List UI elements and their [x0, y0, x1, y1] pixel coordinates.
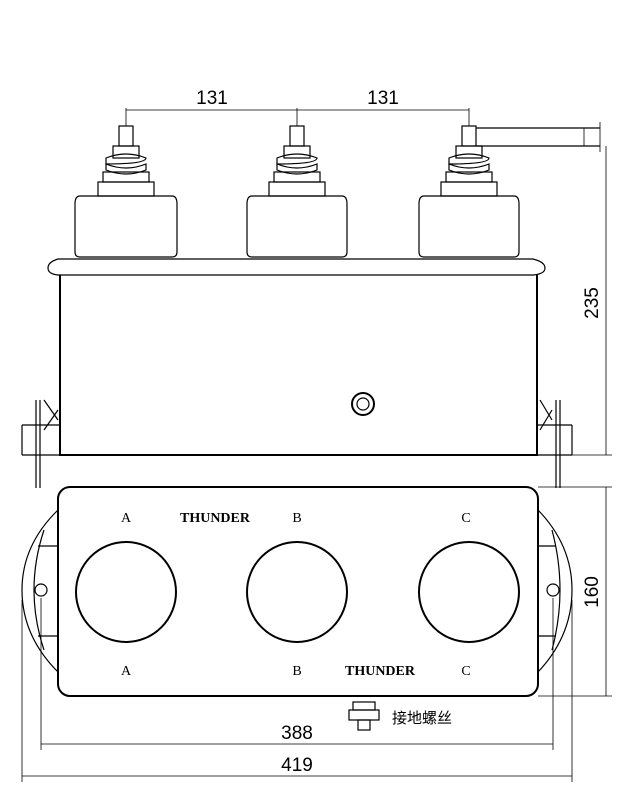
- phase-a-bottom-label: A: [121, 664, 132, 679]
- phase-b-bottom-label: B: [292, 664, 301, 679]
- flange-right: [537, 509, 573, 673]
- pitch-left-label: 131: [196, 88, 228, 109]
- top-plate: [57, 486, 539, 697]
- height-label: 235: [582, 287, 603, 319]
- mount-hole-right: [546, 583, 560, 597]
- grounding-screw: [348, 701, 380, 731]
- terminal-right: [418, 122, 601, 258]
- phase-b-port: [246, 541, 348, 643]
- flange-left-inner: [33, 529, 45, 651]
- housing: [59, 275, 538, 456]
- mount-bracket-right: [537, 399, 573, 488]
- outer-width-label: 419: [281, 755, 313, 776]
- mount-bracket-left: [21, 399, 60, 488]
- outer-width-dimension: [21, 600, 573, 782]
- front-view: [21, 122, 601, 488]
- phase-c-top-label: C: [461, 511, 470, 526]
- pitch-right-label: 131: [367, 88, 399, 109]
- inner-width-label: 388: [281, 723, 313, 744]
- phase-a-port: [75, 541, 177, 643]
- lid: [47, 258, 546, 276]
- brand-bottom-label: THUNDER: [345, 664, 416, 679]
- mount-hole-left: [34, 583, 48, 597]
- phase-c-bottom-label: C: [461, 664, 470, 679]
- terminal-middle: [246, 125, 348, 258]
- height-dimension: [572, 146, 612, 456]
- top-view: [21, 486, 573, 731]
- inner-width-dimension: [40, 598, 554, 750]
- depth-dimension: [538, 486, 612, 697]
- phase-a-top-label: A: [121, 511, 132, 526]
- grounding-bolt-front: [351, 392, 375, 416]
- phase-c-port: [418, 541, 520, 643]
- brand-top-label: THUNDER: [180, 511, 251, 526]
- phase-b-top-label: B: [292, 511, 301, 526]
- grounding-screw-label: 接地螺丝: [392, 709, 452, 727]
- terminal-left: [74, 125, 178, 258]
- flange-right-inner: [551, 529, 561, 651]
- flange-left: [21, 509, 59, 673]
- pitch-dimension: [125, 108, 470, 126]
- depth-label: 160: [582, 576, 603, 608]
